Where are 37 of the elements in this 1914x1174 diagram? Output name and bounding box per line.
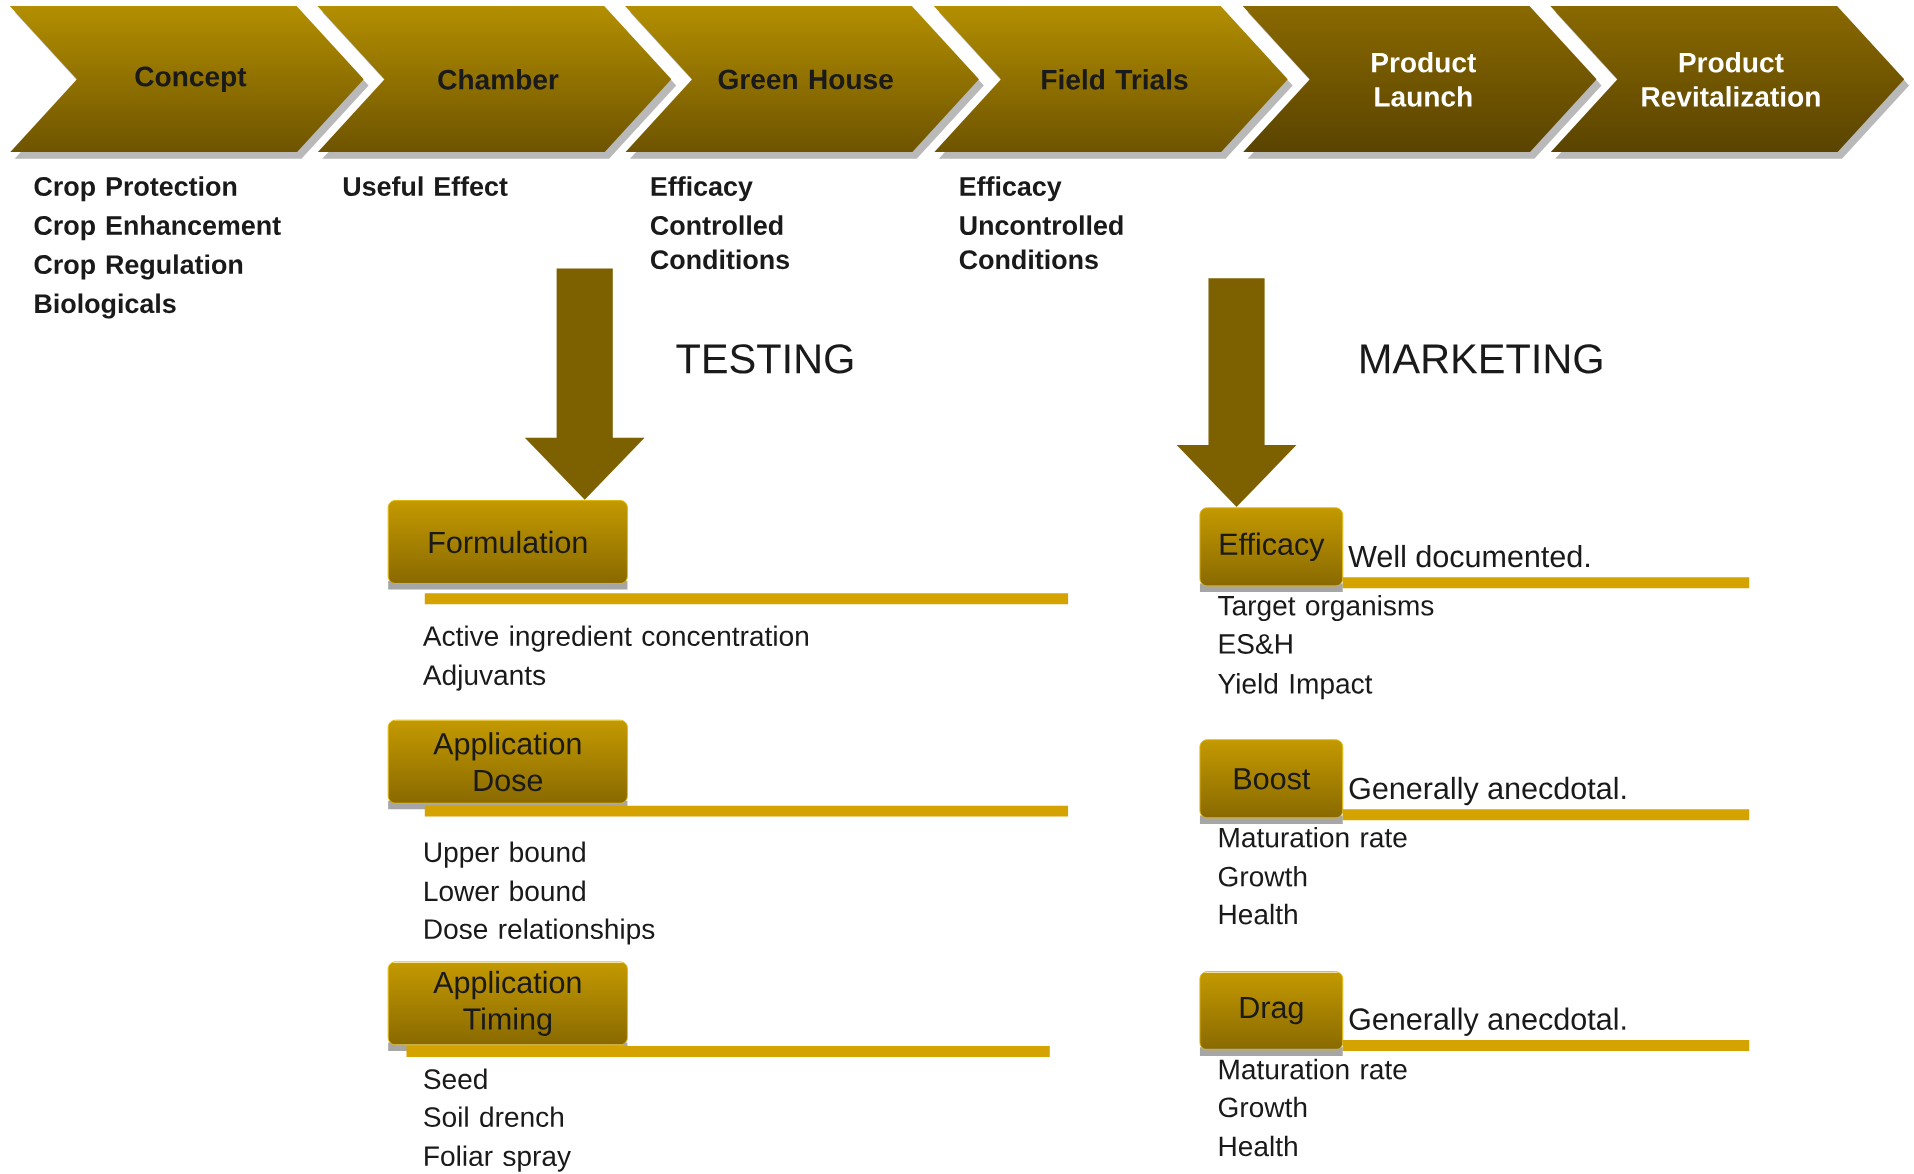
list-text: Yield Impact: [1218, 672, 1373, 700]
list-text: Lower bound: [425, 880, 585, 902]
list-text: ES&H: [1219, 633, 1292, 654]
list-text: Crop Regulation: [34, 254, 243, 280]
list-text: Target organisms: [1218, 594, 1434, 621]
section-heading: MARKETING: [1361, 344, 1602, 374]
list-text: Crop Enhancement: [34, 215, 281, 241]
list-text: Seed: [424, 1068, 487, 1090]
list-text: Crop Protection: [34, 176, 237, 202]
list-text: Adjuvants: [422, 664, 546, 691]
tab-box: Application Timing: [387, 961, 628, 1051]
list-text: Maturation rate: [1219, 1058, 1407, 1080]
tab-box: Drag: [1199, 971, 1344, 1056]
list-text: Growth: [1218, 865, 1307, 887]
list-text: Controlled Conditions: [651, 215, 789, 270]
list-text: Useful Effect: [343, 176, 508, 196]
list-text: Efficacy: [651, 176, 753, 202]
tab-box: Application Dose: [387, 719, 628, 810]
list-text: Dose relationships: [425, 918, 655, 945]
list-text: Uncontrolled Conditions: [959, 215, 1123, 270]
list-text: Biologicals: [35, 293, 176, 319]
tab-box: Formulation: [387, 499, 628, 590]
list-text: Maturation rate: [1219, 826, 1407, 848]
list-text: Soil drench: [424, 1106, 563, 1127]
list-text: Active ingredient concentration: [422, 625, 808, 652]
tab-box: Efficacy: [1199, 507, 1344, 592]
tab-box: Boost: [1199, 739, 1344, 824]
list-text: Health: [1219, 903, 1297, 925]
note-text: Generally anecdotal.: [1349, 776, 1626, 806]
note-text: Generally anecdotal.: [1349, 1007, 1626, 1036]
list-text: Growth: [1218, 1096, 1307, 1118]
list-text: Health: [1219, 1135, 1297, 1157]
note-text: Well documented.: [1348, 544, 1589, 568]
list-text: Efficacy: [960, 176, 1062, 202]
list-text: Foliar spray: [425, 1145, 571, 1172]
section-heading: TESTING: [676, 344, 853, 374]
list-text: Upper bound: [425, 841, 585, 868]
